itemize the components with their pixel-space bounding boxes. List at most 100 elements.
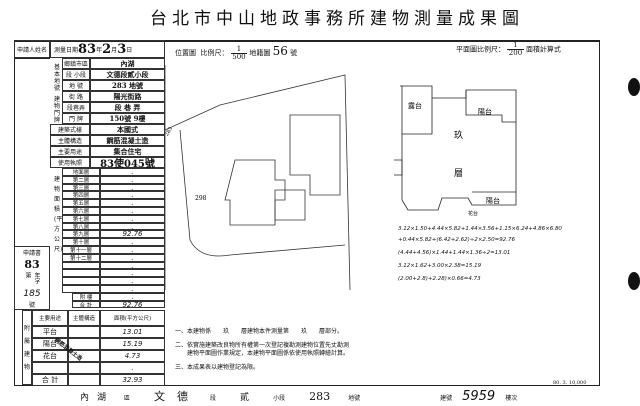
note-line: 建物平面圖作業規定，本建物平面圖係依使用執照轉繪計算。	[175, 350, 350, 357]
notes: 一、本建物係 玖 層建物本件測量第 玖 層部分。二、依實施建築改良物所有權第一次…	[175, 328, 349, 372]
basic-group-label: 基本地號	[54, 64, 61, 92]
annex-use: 陽台	[32, 338, 68, 350]
field-label: 建築式樣	[50, 124, 90, 135]
field-value: 段 巷 弄	[90, 102, 165, 113]
field-label: 門 牌	[62, 113, 90, 124]
balcony-label-2: 陽台	[486, 196, 500, 205]
document-title: 台北市中山地政事務所建物測量成果圖	[150, 9, 524, 29]
floor-area: 92.76	[100, 230, 165, 238]
note-line: 一、本建物係 玖 層建物本件測量第 玖 層部分。	[175, 328, 344, 335]
calc-line: +0.44×5.82+(6.42+2.62)÷2×2.50=92.76	[398, 237, 516, 243]
annex-header: 面積(平方公尺)	[100, 310, 165, 326]
floor-area: .	[100, 191, 165, 199]
floor-label: 合 計	[72, 300, 100, 309]
floor-area: .	[100, 262, 165, 270]
footer-location: 內湖 區 文德 段 貳 小段 283 地號 建號 5959 樓次	[80, 388, 517, 404]
floor-group-label: 建物面積(平方公尺)	[54, 176, 63, 253]
floor-area: .	[100, 168, 165, 176]
floor-label: 第六層	[62, 207, 100, 215]
door-group-label: 建物門牌	[54, 96, 61, 124]
floor-area: .	[100, 254, 165, 262]
floor-label: 第四層	[62, 191, 100, 199]
floor-area: .	[100, 277, 165, 285]
floor-label: 地面層	[62, 168, 100, 176]
floor-area: .	[100, 246, 165, 254]
site-scale-label: 比例尺：	[200, 49, 229, 57]
annex-structure-cell	[68, 362, 100, 374]
annex-area: 15.19	[100, 338, 165, 350]
field-value: 陽光街路	[90, 91, 165, 102]
floor-label	[62, 277, 100, 285]
field-value: 文德段貳小段	[90, 69, 165, 80]
footer-building-number: 5959	[462, 389, 496, 404]
floor-area: .	[100, 199, 165, 207]
road-number: 283	[164, 126, 174, 137]
application-suffix: 號	[28, 302, 35, 309]
footer-building-label: 建號	[440, 395, 453, 402]
balcony-label-1: 陽台	[478, 107, 492, 116]
application-mid: 年字第	[24, 272, 40, 284]
annex-area: 4.73	[100, 350, 165, 362]
day-char: 日	[126, 46, 133, 54]
survey-year: 83	[78, 41, 97, 57]
floor-label: 第十二層	[62, 253, 100, 262]
field-value: 本國式	[90, 124, 165, 135]
floor-label	[62, 269, 100, 278]
parcel-number: 298	[195, 195, 207, 202]
field-label: 段巷弄	[62, 102, 90, 113]
calc-line: (2.00+2.8)+2.28)×0.66=4.73	[398, 276, 481, 282]
flower-label: 花台	[468, 210, 478, 217]
floor-scale-label: 平面圖比例尺：	[456, 45, 505, 54]
field-label: 段 小段	[62, 69, 90, 80]
floor-area: .	[100, 184, 165, 192]
floor-area: 92.76	[100, 301, 165, 309]
field-value: 內湖	[90, 58, 165, 69]
annex-area: 13.01	[100, 326, 165, 338]
annex-use: 平台	[32, 326, 68, 338]
floor-area: .	[100, 176, 165, 184]
floor-label: 第三層	[62, 183, 100, 192]
map-number: 56	[272, 44, 288, 58]
floor-label: 第九層	[62, 230, 100, 238]
field-value: 鋼筋混凝土造	[90, 135, 165, 146]
application-number: 185	[23, 289, 41, 299]
field-label: 街 路	[62, 91, 90, 102]
floor-area: .	[100, 285, 165, 293]
room-label-terrace: 露台	[408, 101, 422, 110]
annex-header: 主要用途	[32, 310, 68, 326]
punch-hole	[628, 78, 640, 96]
floor-label-1: 玖	[454, 129, 463, 141]
footer-floor-label: 樓次	[505, 395, 518, 402]
calc-label: 面積計算式	[525, 45, 561, 54]
field-label: 主要用途	[50, 146, 90, 157]
floor-label: 第十一層	[62, 246, 100, 254]
annex-use: 花台	[32, 350, 68, 362]
year-char: 年	[96, 46, 103, 54]
floor-area: .	[100, 269, 165, 277]
month-char: 月	[111, 46, 118, 54]
footer-lot-suffix: 地號	[348, 395, 361, 402]
form-frame	[14, 40, 600, 386]
floor-label	[62, 285, 100, 293]
footer-section: 文德	[154, 390, 201, 403]
site-plan-drawing: 298 283	[164, 65, 351, 291]
floor-area: .	[100, 238, 165, 246]
annex-structure-cell	[68, 338, 100, 350]
annex-use	[32, 362, 68, 374]
map-suffix: 號	[290, 49, 298, 57]
annex-structure-cell	[68, 374, 100, 386]
field-label: 地 號	[62, 80, 90, 91]
print-code: 80. 3. 10,000	[553, 380, 587, 386]
footer-section-suffix: 段	[210, 395, 217, 402]
application-year: 83	[24, 258, 40, 271]
application-label: 申請書	[22, 250, 41, 257]
footer-subsection-suffix: 小段	[273, 395, 286, 402]
floor-label: 附 樓	[72, 292, 100, 301]
area-calculation: 3.12×1.50+4.44×5.82+1.44×3.56+1.15×6.24+…	[398, 224, 562, 285]
field-value: 集合住宅	[90, 146, 165, 157]
annex-header: 主體構造	[68, 310, 100, 326]
annex-area: 32.93	[100, 374, 165, 386]
annex-use: 合 計	[32, 374, 68, 386]
